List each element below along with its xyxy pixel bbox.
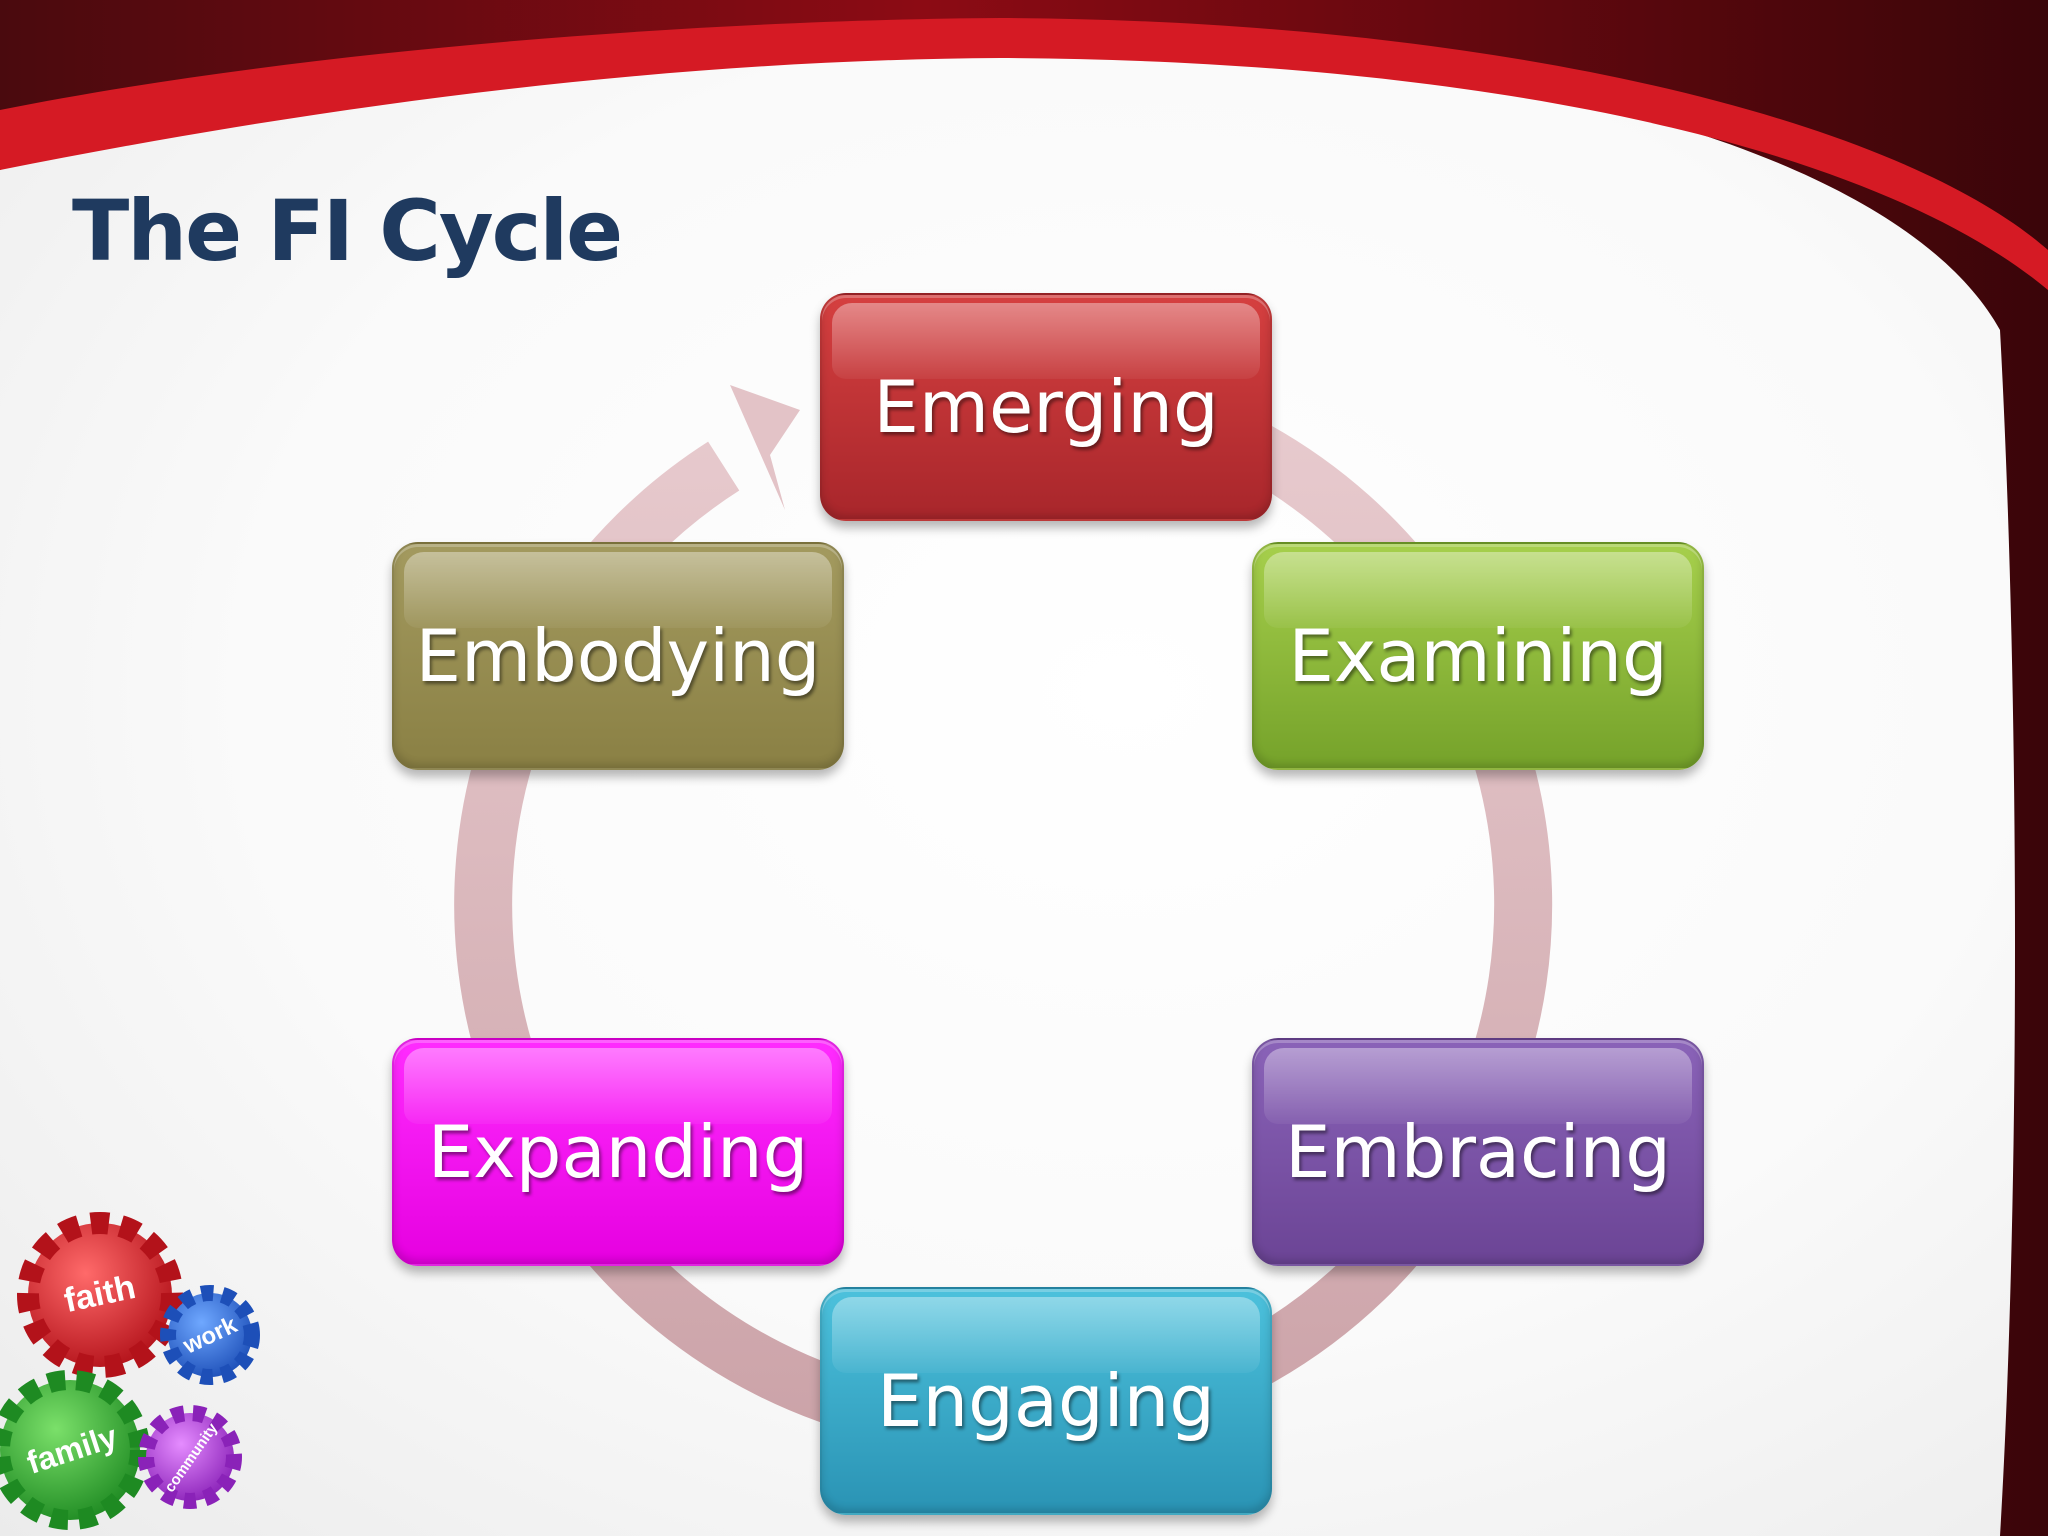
work-gear-icon: work [160,1285,260,1385]
step-embodying: Embodying [392,542,844,770]
community-gear-icon: community [138,1405,242,1509]
step-label-embracing: Embracing [1285,1110,1671,1194]
faith-gear-icon: faith [17,1212,183,1378]
step-embracing: Embracing [1252,1038,1704,1266]
cycle-arrowhead-icon [730,385,800,510]
step-label-engaging: Engaging [877,1359,1215,1443]
step-examining: Examining [1252,542,1704,770]
cycle-ring [454,356,1553,1454]
step-label-embodying: Embodying [415,614,821,698]
gears-logo: faith work family community [0,1212,260,1530]
step-engaging: Engaging [820,1287,1272,1515]
family-gear-icon: family [0,1370,150,1530]
step-label-expanding: Expanding [427,1110,809,1194]
step-expanding: Expanding [392,1038,844,1266]
step-label-examining: Examining [1288,614,1668,698]
slide-title: The FI Cycle [72,182,623,280]
step-label-emerging: Emerging [873,365,1219,449]
step-emerging: Emerging [820,293,1272,521]
